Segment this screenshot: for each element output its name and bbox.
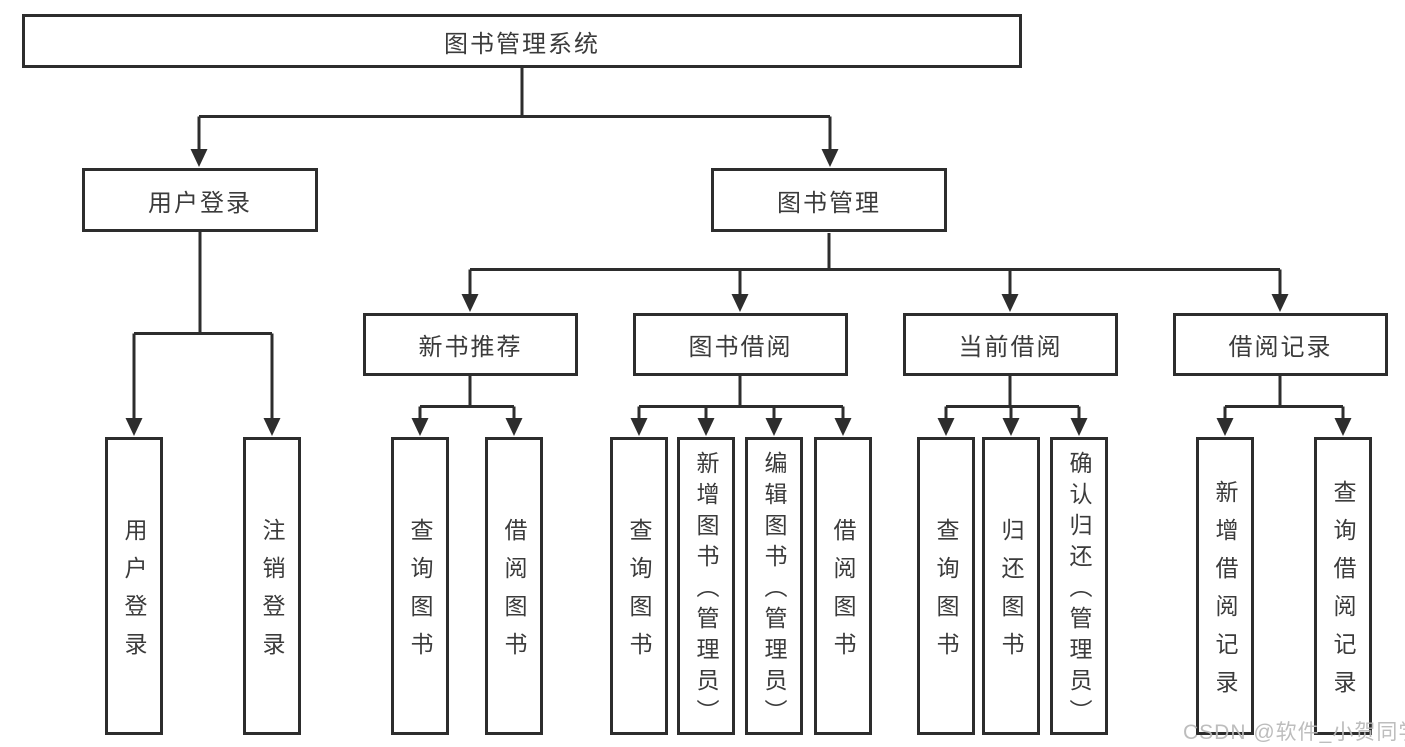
node-query-borrow-record-label: 查询借阅记录: [1330, 479, 1356, 708]
node-query-books-borrow-label: 查询图书: [626, 517, 652, 670]
arrow-down-icon: [821, 149, 839, 167]
arrow-down-icon: [1001, 294, 1019, 312]
node-query-books-recommend-label: 查询图书: [407, 517, 433, 670]
node-borrow-books-leaf: 借阅图书: [814, 437, 872, 735]
node-logout-leaf-label: 注销登录: [259, 517, 285, 670]
node-add-book-admin-label: 新增图书（管理员）: [693, 450, 719, 730]
node-edit-book-admin-label: 编辑图书（管理员）: [761, 450, 787, 730]
node-borrow-records-label: 借阅记录: [1228, 334, 1333, 361]
arrow-down-icon: [263, 418, 281, 436]
node-confirm-return-admin-label: 确认归还（管理员）: [1066, 450, 1092, 730]
node-user-login-branch-label: 用户登录: [148, 189, 252, 217]
arrow-down-icon: [1070, 418, 1088, 436]
node-new-book-recommend-label: 新书推荐: [418, 334, 523, 361]
node-edit-book-admin: 编辑图书（管理员）: [745, 437, 803, 735]
node-add-borrow-record: 新增借阅记录: [1196, 437, 1254, 735]
node-root-label: 图书管理系统: [444, 30, 600, 58]
arrow-down-icon: [1271, 294, 1289, 312]
arrow-down-icon: [190, 149, 208, 167]
node-user-login-branch: 用户登录: [82, 168, 318, 232]
node-query-books-current: 查询图书: [917, 437, 975, 735]
arrow-down-icon: [765, 418, 783, 436]
node-current-borrow-label: 当前借阅: [958, 334, 1063, 361]
node-borrow-books-leaf-label: 借阅图书: [830, 517, 856, 670]
node-book-management-branch-label: 图书管理: [777, 189, 881, 217]
node-book-management-branch: 图书管理: [711, 168, 947, 232]
node-add-book-admin: 新增图书（管理员）: [677, 437, 735, 735]
node-current-borrow: 当前借阅: [903, 313, 1118, 376]
node-logout-leaf: 注销登录: [243, 437, 301, 735]
node-user-login-leaf: 用户登录: [105, 437, 163, 735]
csdn-watermark: CSDN @软件_小贺同学: [1183, 721, 1405, 744]
node-borrow-books-recommend: 借阅图书: [485, 437, 543, 735]
node-return-books-label: 归还图书: [998, 517, 1024, 670]
arrow-down-icon: [1216, 418, 1234, 436]
node-root: 图书管理系统: [22, 14, 1022, 68]
node-query-books-recommend: 查询图书: [391, 437, 449, 735]
node-confirm-return-admin: 确认归还（管理员）: [1050, 437, 1108, 735]
node-new-book-recommend: 新书推荐: [363, 313, 578, 376]
arrow-down-icon: [630, 418, 648, 436]
node-query-books-current-label: 查询图书: [933, 517, 959, 670]
node-borrow-books-recommend-label: 借阅图书: [501, 517, 527, 670]
arrow-down-icon: [731, 294, 749, 312]
arrow-down-icon: [411, 418, 429, 436]
arrow-down-icon: [834, 418, 852, 436]
arrow-down-icon: [937, 418, 955, 436]
arrow-down-icon: [1002, 418, 1020, 436]
node-user-login-leaf-label: 用户登录: [121, 517, 147, 670]
node-borrow-records: 借阅记录: [1173, 313, 1388, 376]
node-book-borrow-label: 图书借阅: [688, 334, 793, 361]
arrow-down-icon: [697, 418, 715, 436]
arrow-down-icon: [1334, 418, 1352, 436]
node-query-borrow-record: 查询借阅记录: [1314, 437, 1372, 735]
node-return-books: 归还图书: [982, 437, 1040, 735]
arrow-down-icon: [125, 418, 143, 436]
arrow-down-icon: [461, 294, 479, 312]
node-add-borrow-record-label: 新增借阅记录: [1212, 479, 1238, 708]
arrow-down-icon: [505, 418, 523, 436]
node-query-books-borrow: 查询图书: [610, 437, 668, 735]
node-book-borrow: 图书借阅: [633, 313, 848, 376]
